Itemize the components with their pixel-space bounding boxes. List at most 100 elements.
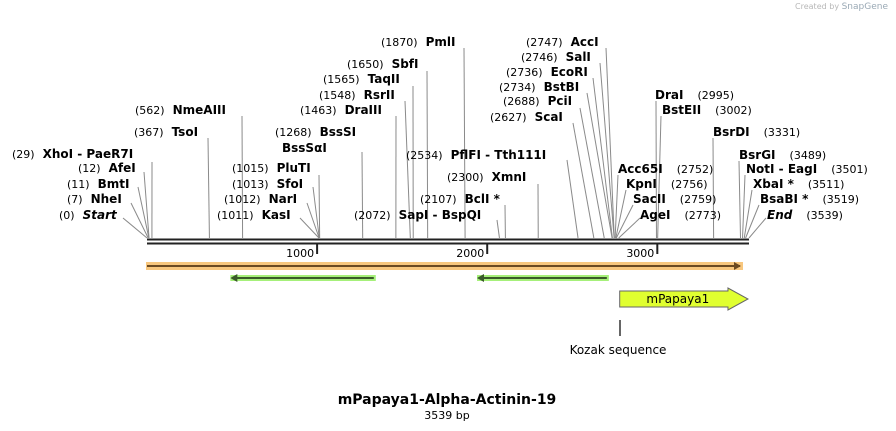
site-position: (2773) [684,209,721,222]
site-line-xbai [743,189,753,239]
site-line-start [122,217,148,239]
site-line-bstbi [586,92,613,239]
site-label-kasi[interactable]: (1011) KasI [217,208,291,222]
reverse-feature-1-arrowhead [230,274,238,282]
enzyme-name: BclI * [465,192,501,206]
site-label-pflfi-tth111i[interactable]: (2534)PflFI - Tth111I [406,148,546,162]
site-label-taqii[interactable]: (1565)TaqII [323,72,400,86]
site-label-nmeaiii[interactable]: (562)NmeAIII [135,103,226,117]
enzyme-name: BstEII [662,103,701,117]
site-position: (2759) [680,193,717,206]
site-position: (2627) [490,111,527,124]
site-line-bsteii [657,115,662,239]
enzyme-name: KasI [262,208,291,222]
site-label-nhei[interactable]: (7)NheI [67,192,122,206]
site-position: (1870) [381,36,418,49]
reverse-feature-2-arrowhead [477,274,485,282]
site-label-agei[interactable]: AgeI(2773) [640,208,721,222]
site-label-xbai[interactable]: XbaI *(3511) [753,177,844,191]
site-label-bcli[interactable]: (2107)BclI * [420,192,501,206]
credit-prefix: Created by [795,2,840,11]
site-label-bsss-i[interactable]: BssSαI [282,141,327,155]
site-label-pcii[interactable]: (2688)PciI [503,94,572,108]
kozak-label: Kozak sequence [570,343,667,357]
enzyme-name: NarI [269,192,298,206]
site-label-xmni[interactable]: (2300) XmnI [447,170,526,184]
site-label-sacii[interactable]: SacII(2759) [633,192,716,206]
site-line-sbfi [426,70,429,239]
enzyme-name: EcoRI [551,65,588,79]
site-label-draiii[interactable]: (1463)DraIII [300,103,382,117]
enzyme-name: DraIII [345,103,382,117]
site-label-tsoi[interactable]: (367) TsoI [134,125,198,139]
site-label-pmli[interactable]: (1870)PmlI [381,35,455,49]
site-position: (2746) [521,51,558,64]
site-label-bsabi[interactable]: BsaBI *(3519) [760,192,859,206]
mpapaya1-feature[interactable] [619,287,750,311]
site-line-kpni [615,189,627,239]
map-title: mPapaya1-Alpha-Actinin-19 [338,392,557,408]
site-label-rsrii[interactable]: (1548)RsrII [319,88,395,102]
ruler-tick-label: 2000 [456,247,484,260]
enzyme-name: SapI - BspQI [399,208,482,222]
site-position: (367) [134,126,164,139]
site-position: (2752) [677,163,714,176]
enzyme-name: TaqII [368,72,400,86]
site-position: (29) [12,148,35,161]
enzyme-name: TsoI [172,125,198,139]
site-label-bsrgi[interactable]: BsrGI(3489) [739,148,826,162]
site-label-sapi-bspqi[interactable]: (2072) SapI - BspQI [354,208,481,222]
enzyme-name: BmtI [98,177,130,191]
map-length: 3539 bp [424,409,469,422]
site-label-kpni[interactable]: KpnI(2756) [626,177,707,191]
site-label-bsteii[interactable]: BstEII(3002) [662,103,752,117]
site-label-pluti[interactable]: (1015)PluTI [232,161,311,175]
site-position: (1011) [217,209,254,222]
backbone-feature-arrowhead [734,262,741,270]
site-line-pflfi-tth111i [566,159,579,239]
site-position: (2734) [499,81,536,94]
site-line-bsabi [745,204,760,239]
site-position: (2072) [354,209,391,222]
enzyme-name: BsrDI [713,125,750,139]
site-label-bstbi[interactable]: (2734) BstBI [499,80,579,94]
site-label-sbfi[interactable]: (1650)SbfI [347,57,419,71]
site-label-start[interactable]: (0)Start [59,208,118,222]
enzyme-name: PciI [548,94,573,108]
enzyme-name: NmeAIII [173,103,226,117]
site-position: (2995) [697,89,734,102]
site-line-kasi [299,217,320,239]
site-label-drai[interactable]: DraI(2995) [655,88,734,102]
site-position: (3511) [808,178,845,191]
site-line-sacii [615,204,634,239]
enzyme-name: XmnI [492,170,527,184]
enzyme-name: PluTI [277,161,311,175]
site-label-ecori[interactable]: (2736)EcoRI [506,65,588,79]
site-label-sali[interactable]: (2746)SalI [521,50,591,64]
site-label-xhoi-paer7i[interactable]: (29)XhoI - PaeR7I [12,147,133,161]
site-label-afei[interactable]: (12)AfeI [78,161,136,175]
site-label-bsrdi[interactable]: BsrDI(3331) [713,125,800,139]
site-label-sfoi[interactable]: (1013)SfoI [232,177,303,191]
enzyme-name: SfoI [277,177,304,191]
enzyme-name: BstBI [544,80,580,94]
site-position: (1548) [319,89,356,102]
site-label-bmti[interactable]: (11)BmtI [67,177,129,191]
site-line-rsrii [404,100,411,239]
site-line-sfoi [312,186,320,239]
site-label-acci[interactable]: (2747)AccI [526,35,599,49]
site-label-acc65i[interactable]: Acc65I(2752) [618,162,713,176]
enzyme-name: PflFI - Tth111I [451,148,547,162]
site-label-nari[interactable]: (1012)NarI [224,192,297,206]
site-line-pmli [463,47,466,239]
site-position: (2300) [447,171,484,184]
site-position: (3501) [831,163,868,176]
site-label-end[interactable]: End(3539) [767,208,843,222]
site-label-scai[interactable]: (2627)ScaI [490,110,563,124]
site-line-acc65i [614,174,619,239]
site-label-noti-eagi[interactable]: NotI - EagI(3501) [746,162,868,176]
site-position: (1268) [275,126,312,139]
enzyme-name: BsaBI * [760,192,809,206]
site-label-bsssi[interactable]: (1268)BssSI [275,125,356,139]
